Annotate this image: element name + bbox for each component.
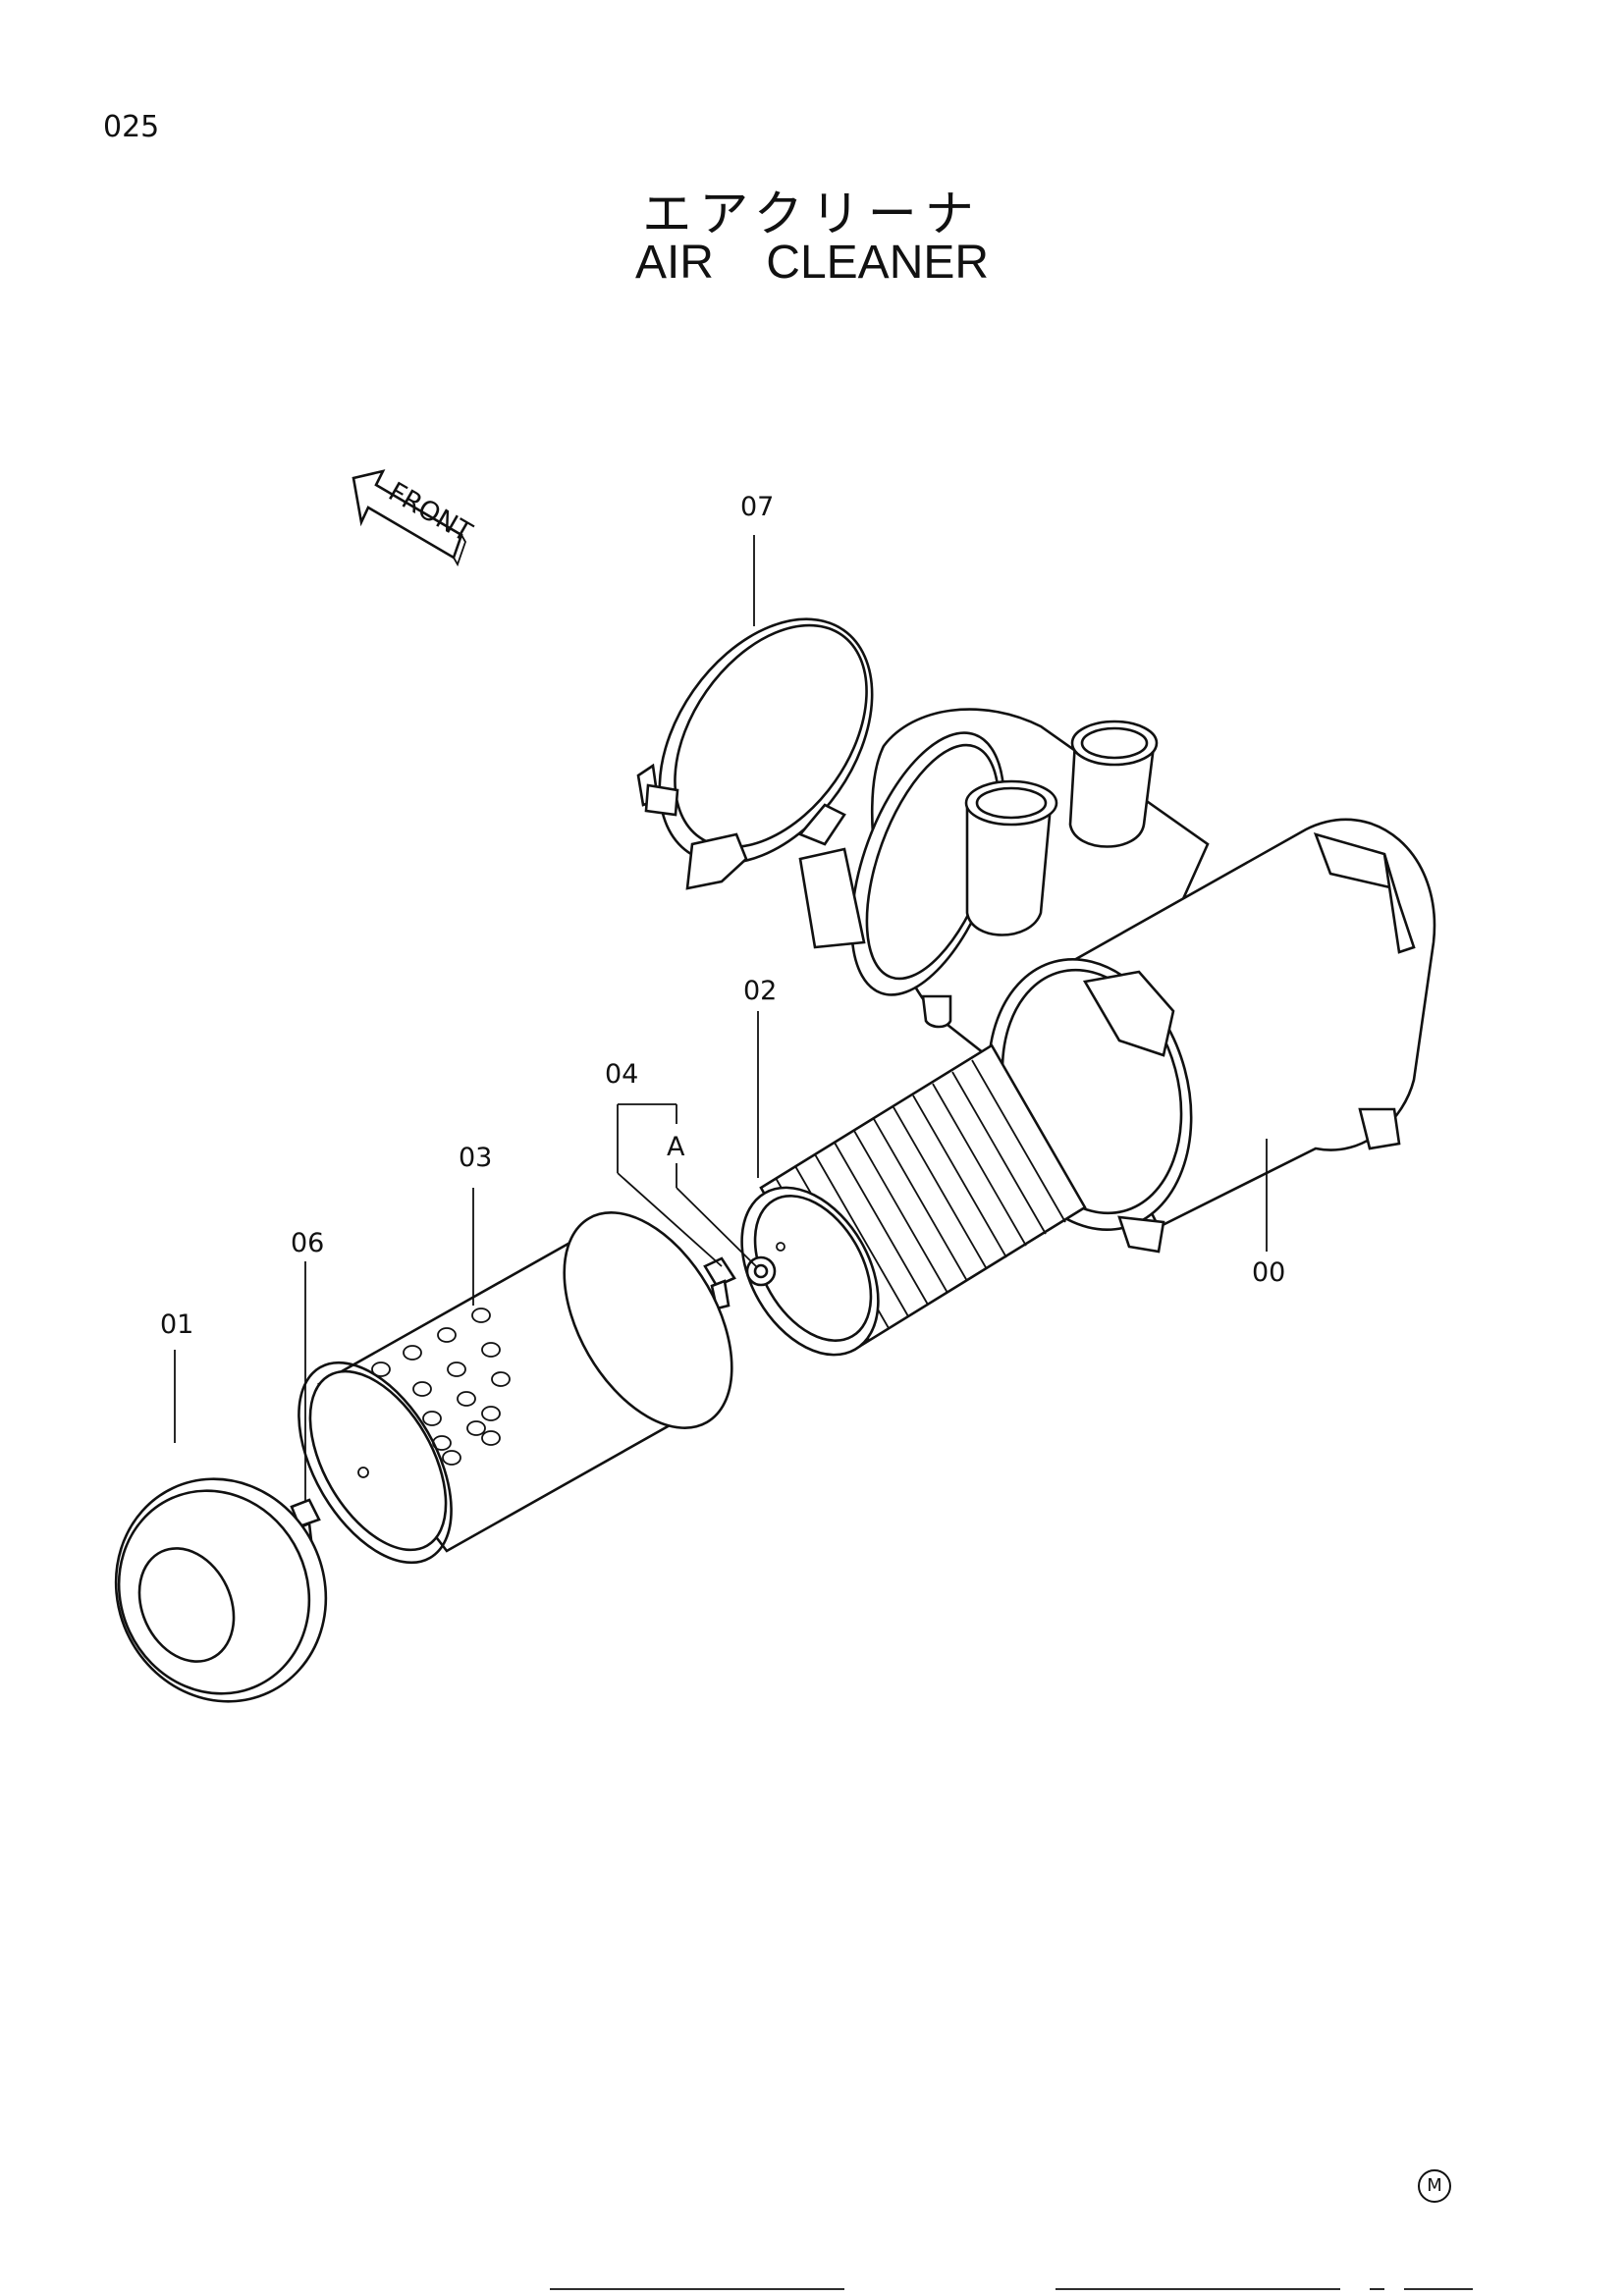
leader-lines: [174, 535, 1268, 1502]
air-cleaner-housing: [798, 708, 1436, 1254]
callout-00: 00: [1252, 1257, 1285, 1288]
callout-06: 06: [291, 1228, 324, 1258]
cover: [114, 1477, 328, 1703]
callout-04: 04: [605, 1059, 638, 1090]
registered-mark: M: [1418, 2169, 1451, 2203]
callout-03: 03: [459, 1143, 492, 1173]
callout-02: 02: [743, 976, 777, 1006]
callout-01: 01: [160, 1309, 193, 1340]
primary-filter-element: [740, 1043, 1087, 1357]
perforation-holes: [371, 1308, 511, 1466]
page-number: 025: [103, 110, 160, 144]
title-japanese: エアクリーナ: [642, 186, 982, 242]
clamp-ring: [636, 617, 874, 890]
safety-filter-element: [298, 1211, 733, 1565]
callout-07: 07: [740, 492, 774, 522]
title-english: AIR CLEANER: [634, 237, 990, 289]
detail-ref-a: A: [667, 1132, 685, 1162]
front-arrow-icon: FRONT: [352, 469, 477, 567]
